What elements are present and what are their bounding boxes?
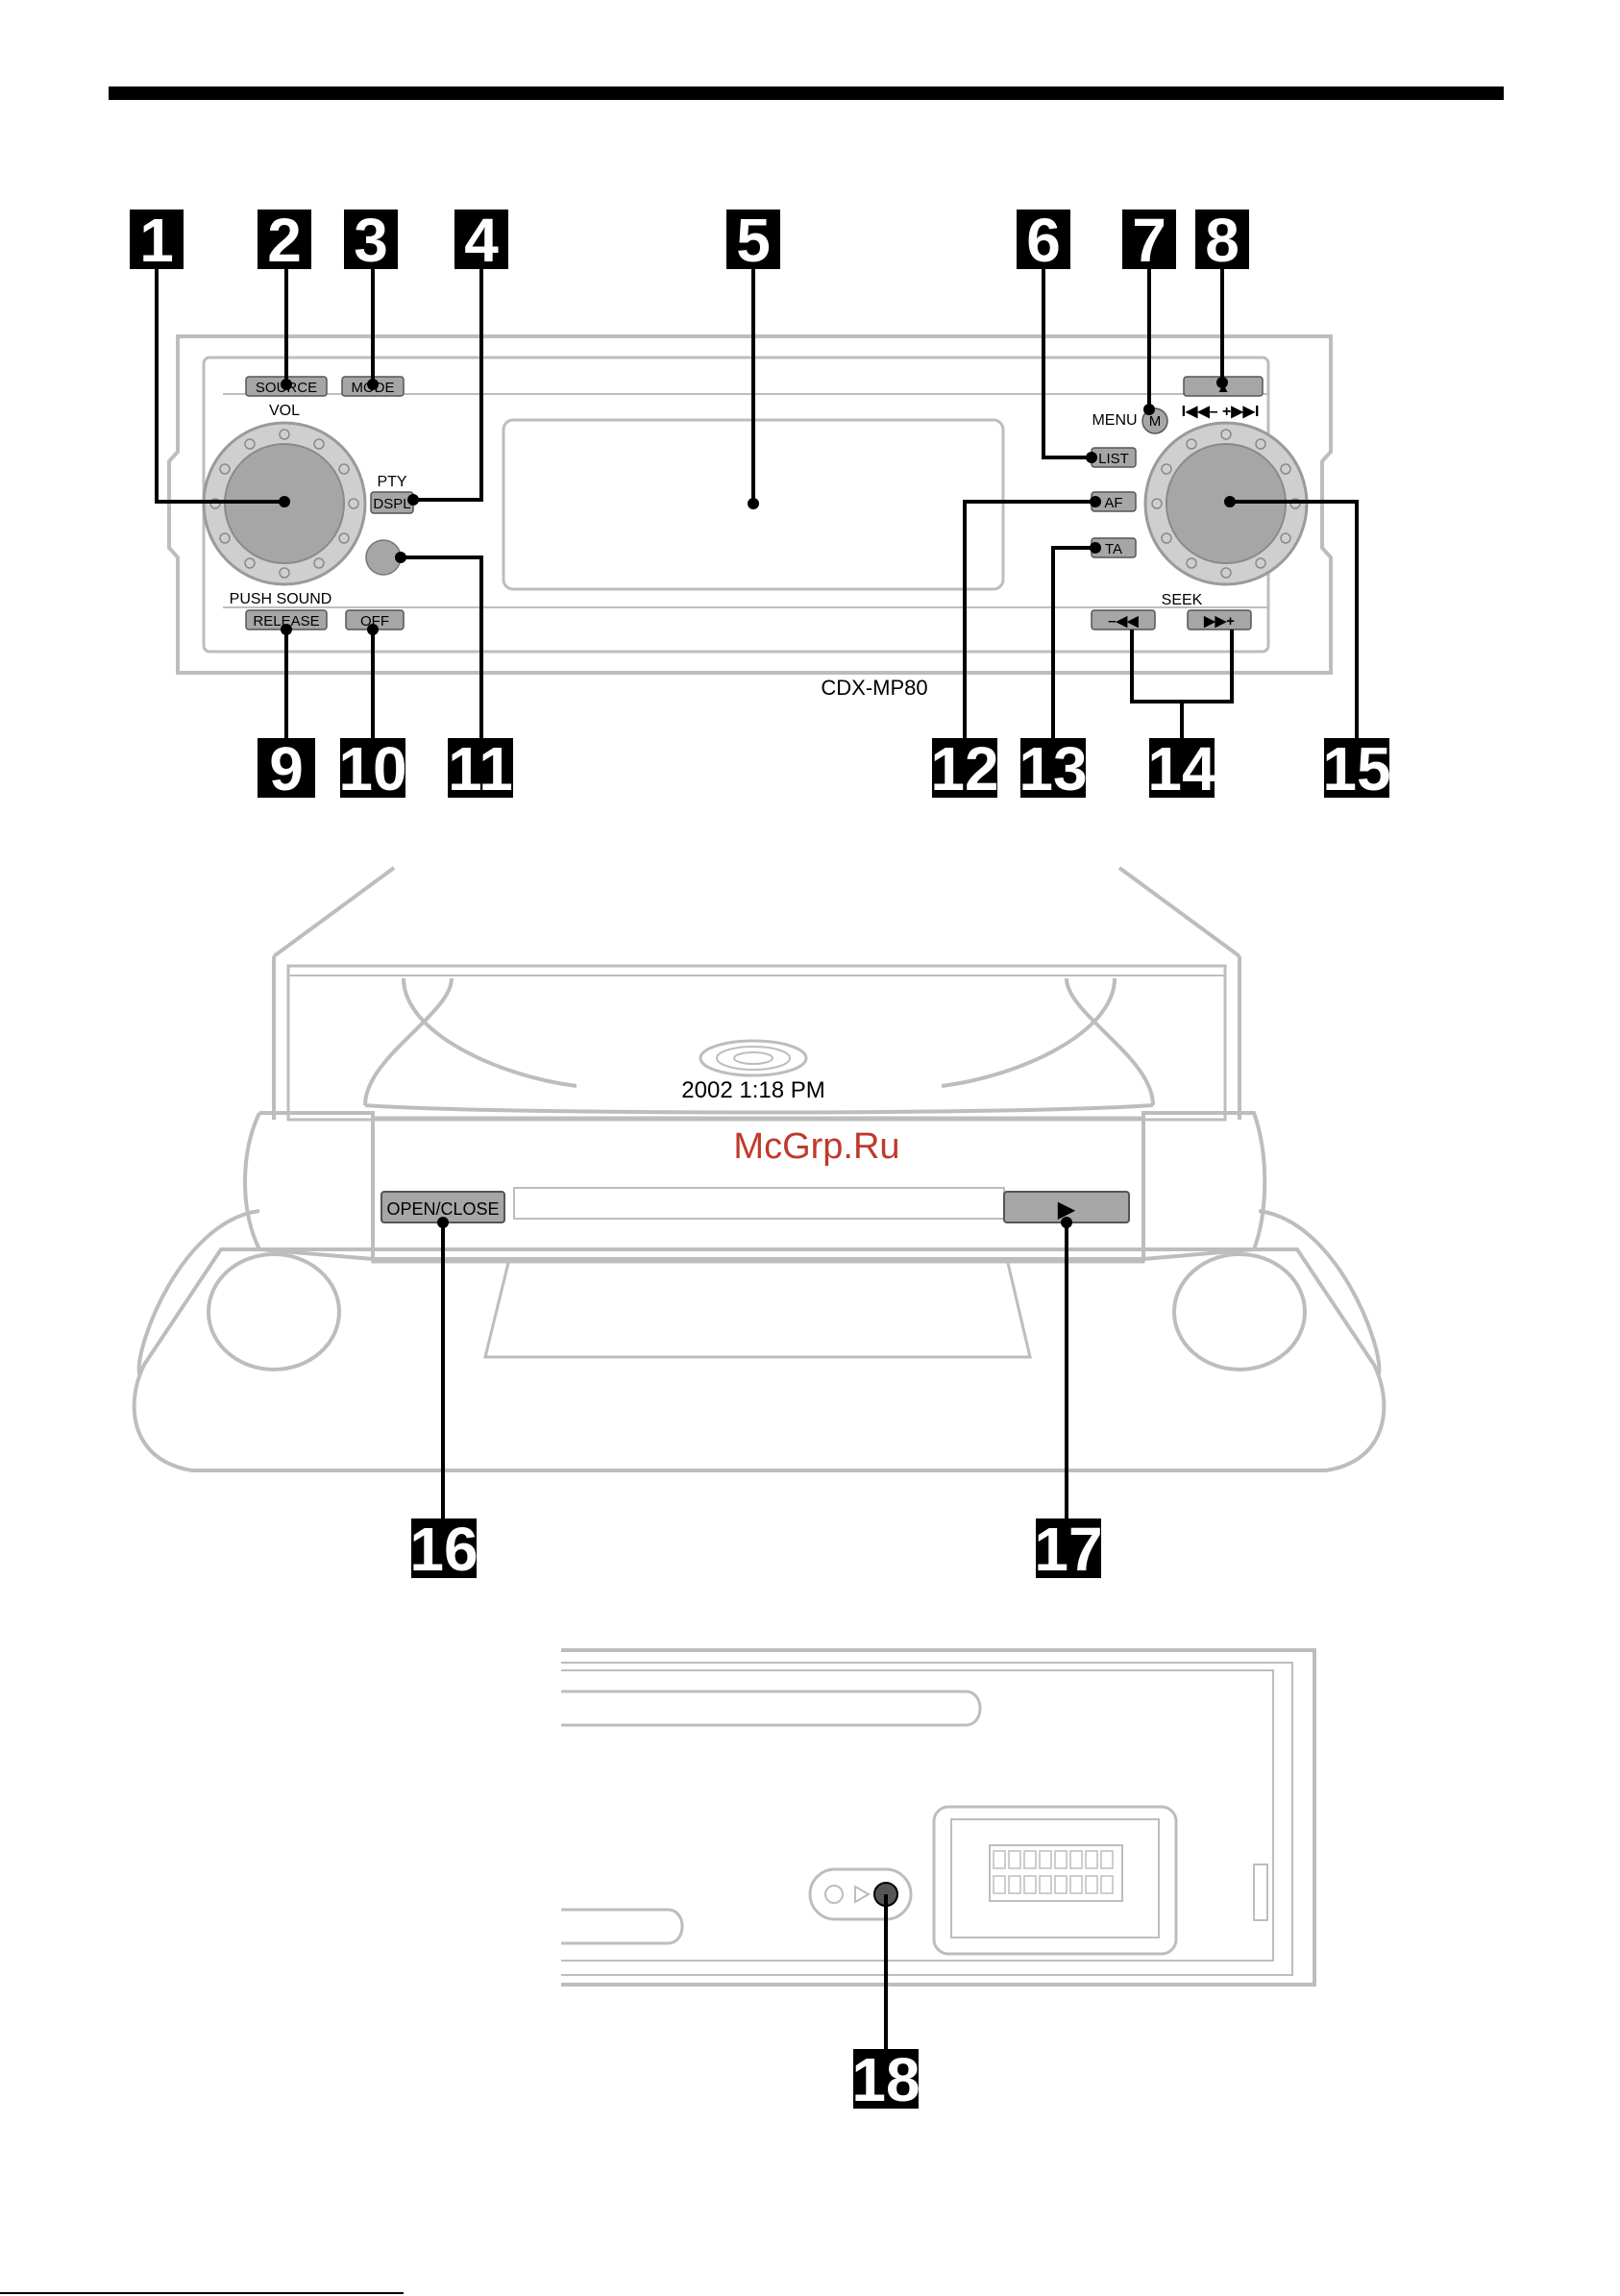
callout-11: 11 — [448, 734, 513, 803]
callout-8: 8 — [1195, 206, 1249, 275]
svg-text:9: 9 — [269, 734, 304, 803]
callout-15: 15 — [1322, 734, 1390, 803]
callout-3: 3 — [344, 206, 398, 275]
svg-text:3: 3 — [354, 206, 388, 275]
svg-text:▶▶+: ▶▶+ — [1203, 613, 1235, 630]
track-skip-label: I◀◀– +▶▶I — [1182, 404, 1260, 420]
leader-lines-cd — [443, 1222, 1067, 1533]
seek-label: SEEK — [1162, 592, 1203, 608]
svg-text:1: 1 — [139, 206, 174, 275]
callout-10: 10 — [338, 734, 406, 803]
seek-back-button[interactable]: –◀◀ — [1092, 610, 1155, 630]
svg-text:18: 18 — [851, 2045, 920, 2114]
svg-text:5: 5 — [736, 206, 771, 275]
svg-text:10: 10 — [338, 734, 406, 803]
svg-text:11: 11 — [448, 734, 513, 803]
rear-panel — [561, 1650, 1314, 1985]
pty-label: PTY — [377, 474, 406, 490]
svg-text:2: 2 — [267, 206, 302, 275]
callout-17: 17 — [1034, 1515, 1102, 1584]
svg-text:8: 8 — [1205, 206, 1240, 275]
callout-16: 16 — [409, 1515, 478, 1584]
watermark: McGrp.Ru — [733, 1126, 899, 1167]
svg-text:TA: TA — [1105, 541, 1122, 557]
callout-14: 14 — [1147, 734, 1216, 803]
callout-13: 13 — [1019, 734, 1087, 803]
dspl-button[interactable]: DSPL — [371, 492, 413, 513]
svg-text:DSPL: DSPL — [373, 496, 410, 512]
callout-5: 5 — [726, 206, 780, 275]
svg-text:12: 12 — [930, 734, 998, 803]
menu-label: MENU — [1092, 412, 1137, 429]
svg-text:13: 13 — [1019, 734, 1087, 803]
vol-label: VOL — [269, 403, 300, 419]
model-name: CDX-MP80 — [821, 676, 927, 700]
svg-text:AF: AF — [1104, 495, 1122, 511]
svg-text:M: M — [1149, 413, 1162, 430]
cd-unit — [135, 868, 1385, 1470]
svg-text:6: 6 — [1026, 206, 1061, 275]
callout-6: 6 — [1017, 206, 1070, 275]
callout-9: 9 — [258, 734, 315, 803]
callout-7: 7 — [1122, 206, 1176, 275]
callout-1: 1 — [130, 206, 184, 275]
callout-12: 12 — [930, 734, 998, 803]
callout-18: 18 — [851, 2045, 920, 2114]
reset-arrow-icon — [855, 1887, 869, 1902]
svg-text:16: 16 — [409, 1515, 478, 1584]
svg-text:OPEN/CLOSE: OPEN/CLOSE — [386, 1199, 499, 1219]
seek-forward-button[interactable]: ▶▶+ — [1188, 610, 1251, 630]
callout-2: 2 — [258, 206, 311, 275]
callout-4: 4 — [454, 206, 508, 275]
svg-text:14: 14 — [1147, 734, 1216, 803]
list-button[interactable]: LIST — [1092, 448, 1136, 467]
svg-text:–◀◀: –◀◀ — [1108, 613, 1139, 630]
svg-text:LIST: LIST — [1098, 451, 1129, 467]
svg-text:17: 17 — [1034, 1515, 1102, 1584]
push-sound-label: PUSH SOUND — [230, 591, 332, 607]
top-rule — [109, 86, 1504, 100]
svg-text:7: 7 — [1132, 206, 1166, 275]
svg-text:15: 15 — [1322, 734, 1390, 803]
disc-caption: 2002 1:18 PM — [681, 1077, 824, 1103]
svg-text:4: 4 — [464, 206, 499, 275]
